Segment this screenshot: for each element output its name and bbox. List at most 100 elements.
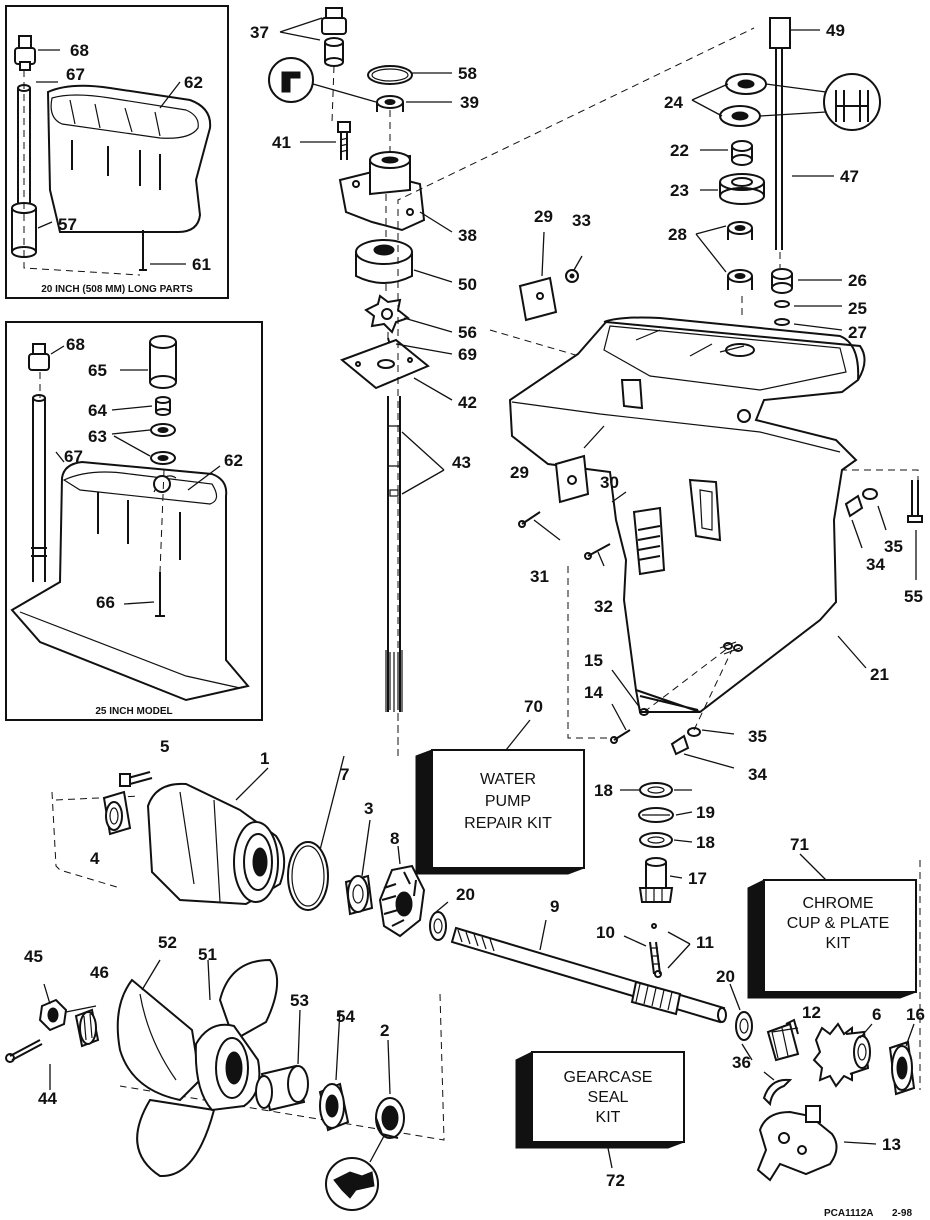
cotter-pin-44	[5, 1039, 43, 1063]
fitting-68b	[28, 343, 50, 371]
thrust-bushing-53	[255, 1064, 309, 1112]
seal-39	[376, 95, 404, 112]
callout-7: 7	[340, 765, 349, 784]
callout-41: 41	[272, 133, 291, 152]
callout-52: 52	[158, 933, 177, 952]
callout-32: 32	[594, 597, 613, 616]
inset-caption-25-inch: 25 INCH MODEL	[95, 706, 172, 717]
callout-66: 66	[96, 593, 115, 612]
callout-11: 11	[696, 933, 714, 952]
callout-47: 47	[840, 167, 859, 186]
kit-chrome-line3: KIT	[826, 935, 851, 952]
callout-6: 6	[872, 1005, 881, 1024]
prop-nut-45	[38, 998, 68, 1032]
bearing-16	[888, 1040, 916, 1096]
callout-58: 58	[458, 64, 477, 83]
washer-25	[774, 300, 790, 308]
callout-54: 54	[336, 1007, 355, 1026]
callout-67b: 67	[64, 447, 83, 466]
reverse-gear-6	[812, 1022, 871, 1088]
callout-68a: 68	[70, 41, 89, 60]
bolt-55	[907, 480, 923, 523]
exhaust-housing-62a	[46, 84, 212, 233]
inset-20-inch-parts: 68 67 62 57 61 20 INCH (508 MM) LONG PAR…	[5, 5, 229, 299]
callout-15: 15	[584, 651, 603, 670]
ball-11b	[654, 970, 662, 978]
callout-43: 43	[452, 453, 471, 472]
bushing-23	[719, 173, 765, 205]
callout-17: 17	[688, 869, 707, 888]
callout-62b: 62	[224, 451, 243, 470]
callout-31: 31	[530, 567, 549, 586]
water-tube-67b	[31, 394, 47, 582]
callout-64: 64	[88, 401, 107, 420]
callout-49: 49	[826, 21, 845, 40]
kit-chrome-line2: CUP & PLATE	[787, 915, 890, 932]
sealant-icon	[325, 1135, 385, 1211]
chrome-cup-plate-kit-box: CHROME CUP & PLATE KIT 71	[747, 835, 917, 999]
callout-12: 12	[802, 1003, 821, 1022]
impeller-56	[364, 294, 411, 334]
callout-37: 37	[250, 23, 269, 42]
o-ring-7	[287, 841, 329, 911]
seal-63	[150, 423, 176, 465]
propeller-shaft-9	[450, 926, 727, 1024]
callout-42: 42	[458, 393, 477, 412]
kit-water-line3: REPAIR KIT	[464, 815, 552, 832]
lubricant-icon	[268, 57, 377, 103]
impeller-cup-50	[355, 239, 413, 284]
callout-70: 70	[524, 697, 543, 716]
callout-46: 46	[90, 963, 109, 982]
callout-2: 2	[380, 1021, 389, 1040]
callout-61: 61	[192, 255, 211, 274]
callout-35b: 35	[748, 727, 767, 746]
bearing-3	[344, 874, 374, 916]
callout-36: 36	[732, 1053, 751, 1072]
screw-32	[587, 543, 611, 557]
kit-chrome-line1: CHROME	[802, 895, 873, 912]
callout-25: 25	[848, 299, 867, 318]
callout-33: 33	[572, 211, 591, 230]
callout-39: 39	[460, 93, 479, 112]
callout-55: 55	[904, 587, 923, 606]
figure-date: 2-98	[892, 1208, 912, 1219]
callout-35a: 35	[884, 537, 903, 556]
clutch-dog-12	[766, 1018, 800, 1062]
callout-57: 57	[58, 215, 77, 234]
cradle-pin-10	[649, 941, 661, 975]
anode-30	[632, 506, 666, 576]
callout-10: 10	[596, 923, 615, 942]
bearing-19	[638, 807, 674, 823]
seal-35b	[687, 727, 701, 737]
callout-5: 5	[160, 737, 169, 756]
callout-16: 16	[906, 1005, 925, 1024]
callout-29a: 29	[534, 207, 553, 226]
callout-8: 8	[390, 829, 399, 848]
screw-61	[139, 230, 147, 271]
shift-rod-47	[775, 48, 783, 250]
lubricant-icon	[759, 73, 881, 131]
thrust-washer-54	[318, 1082, 350, 1132]
callout-1: 1	[260, 749, 269, 768]
o-ring-27	[774, 318, 790, 326]
callout-44: 44	[38, 1089, 57, 1108]
callout-38: 38	[458, 226, 477, 245]
drain-plug-34	[844, 488, 878, 518]
callout-3: 3	[364, 799, 373, 818]
callout-62a: 62	[184, 73, 203, 92]
grommet-65	[149, 335, 177, 389]
part-64	[155, 396, 171, 416]
fitting-68a	[14, 35, 36, 71]
callout-65: 65	[88, 361, 107, 380]
callout-23: 23	[670, 181, 689, 200]
callout-68b: 68	[66, 335, 85, 354]
water-pump-assembly: 37 58 39 41 38 50 56 69 42 43	[250, 7, 479, 756]
callout-20b: 20	[716, 967, 735, 986]
propeller-51	[116, 958, 279, 1178]
screw-5	[119, 771, 153, 787]
callout-26: 26	[848, 271, 867, 290]
forward-gear-8	[378, 864, 426, 938]
callout-56: 56	[458, 323, 477, 342]
bearings-24	[719, 73, 767, 127]
retainer-36	[762, 1078, 793, 1107]
